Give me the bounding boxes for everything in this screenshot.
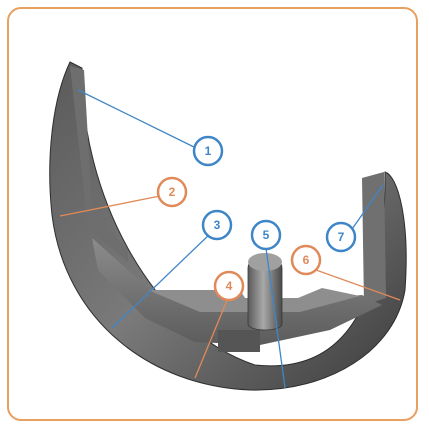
- callout-6-label: 6: [303, 253, 310, 267]
- callout-3: 3: [203, 211, 231, 239]
- callout-4-label: 4: [226, 279, 233, 293]
- callout-5-label: 5: [263, 228, 270, 242]
- callout-3-label: 3: [214, 218, 221, 232]
- callout-7-label: 7: [338, 230, 345, 244]
- callout-1: 1: [194, 137, 222, 165]
- slot: [218, 330, 260, 352]
- callout-2-label: 2: [169, 185, 176, 199]
- callout-2: 2: [158, 178, 186, 206]
- callout-6: 6: [292, 246, 320, 274]
- callout-1-label: 1: [205, 144, 212, 158]
- pin-top: [248, 253, 282, 271]
- callout-4: 4: [215, 272, 243, 300]
- callout-5: 5: [252, 221, 280, 249]
- callout-7: 7: [327, 223, 355, 251]
- right-wall: [362, 172, 386, 305]
